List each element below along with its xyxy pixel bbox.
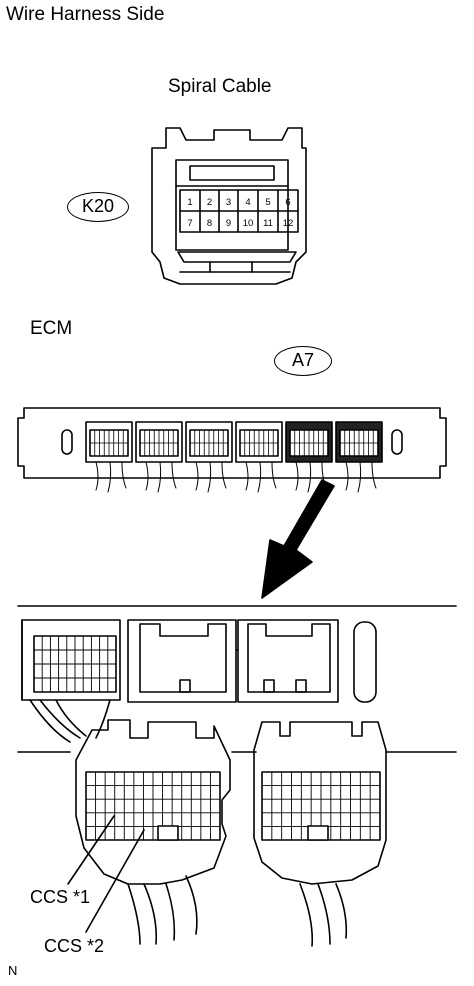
ccs2-callout: CCS *2 <box>44 936 105 956</box>
k20-pin-4: 4 <box>245 197 250 208</box>
ecm-detail-view <box>17 605 457 947</box>
ecm-housing <box>17 407 447 479</box>
k20-pin-2: 2 <box>207 197 212 208</box>
k20-pin-6: 6 <box>285 197 290 208</box>
spiral-cable-label: Spiral Cable <box>168 76 272 97</box>
page-title: Wire Harness Side <box>6 4 165 25</box>
k20-pin-3: 3 <box>226 197 231 208</box>
ecm-header-3 <box>185 421 233 493</box>
ecm-header-5 <box>285 421 333 493</box>
k20-connector-code: K20 <box>67 192 129 222</box>
k20-pin-11: 11 <box>263 218 273 229</box>
a7-connector-code: A7 <box>274 346 332 376</box>
ecm-label: ECM <box>30 318 73 339</box>
ecm-header-2 <box>135 421 183 493</box>
k20-pin-9: 9 <box>226 218 231 229</box>
ecm-header-6 <box>335 421 383 493</box>
ccs1-callout: CCS *1 <box>30 887 91 907</box>
spiral-cable-connector <box>151 127 307 285</box>
k20-pin-8: 8 <box>207 218 212 229</box>
k20-pin-1: 1 <box>187 197 192 208</box>
ecm-connector-row <box>85 421 383 493</box>
k20-pin-10: 10 <box>243 218 254 229</box>
k20-pin-7: 7 <box>187 218 192 229</box>
ecm-header-4 <box>235 421 283 493</box>
figure-mark: N <box>8 963 18 978</box>
ecm-header-1 <box>85 421 133 493</box>
k20-pin-12: 12 <box>283 218 294 229</box>
k20-pin-5: 5 <box>265 197 270 208</box>
pointer-arrow <box>261 479 335 599</box>
